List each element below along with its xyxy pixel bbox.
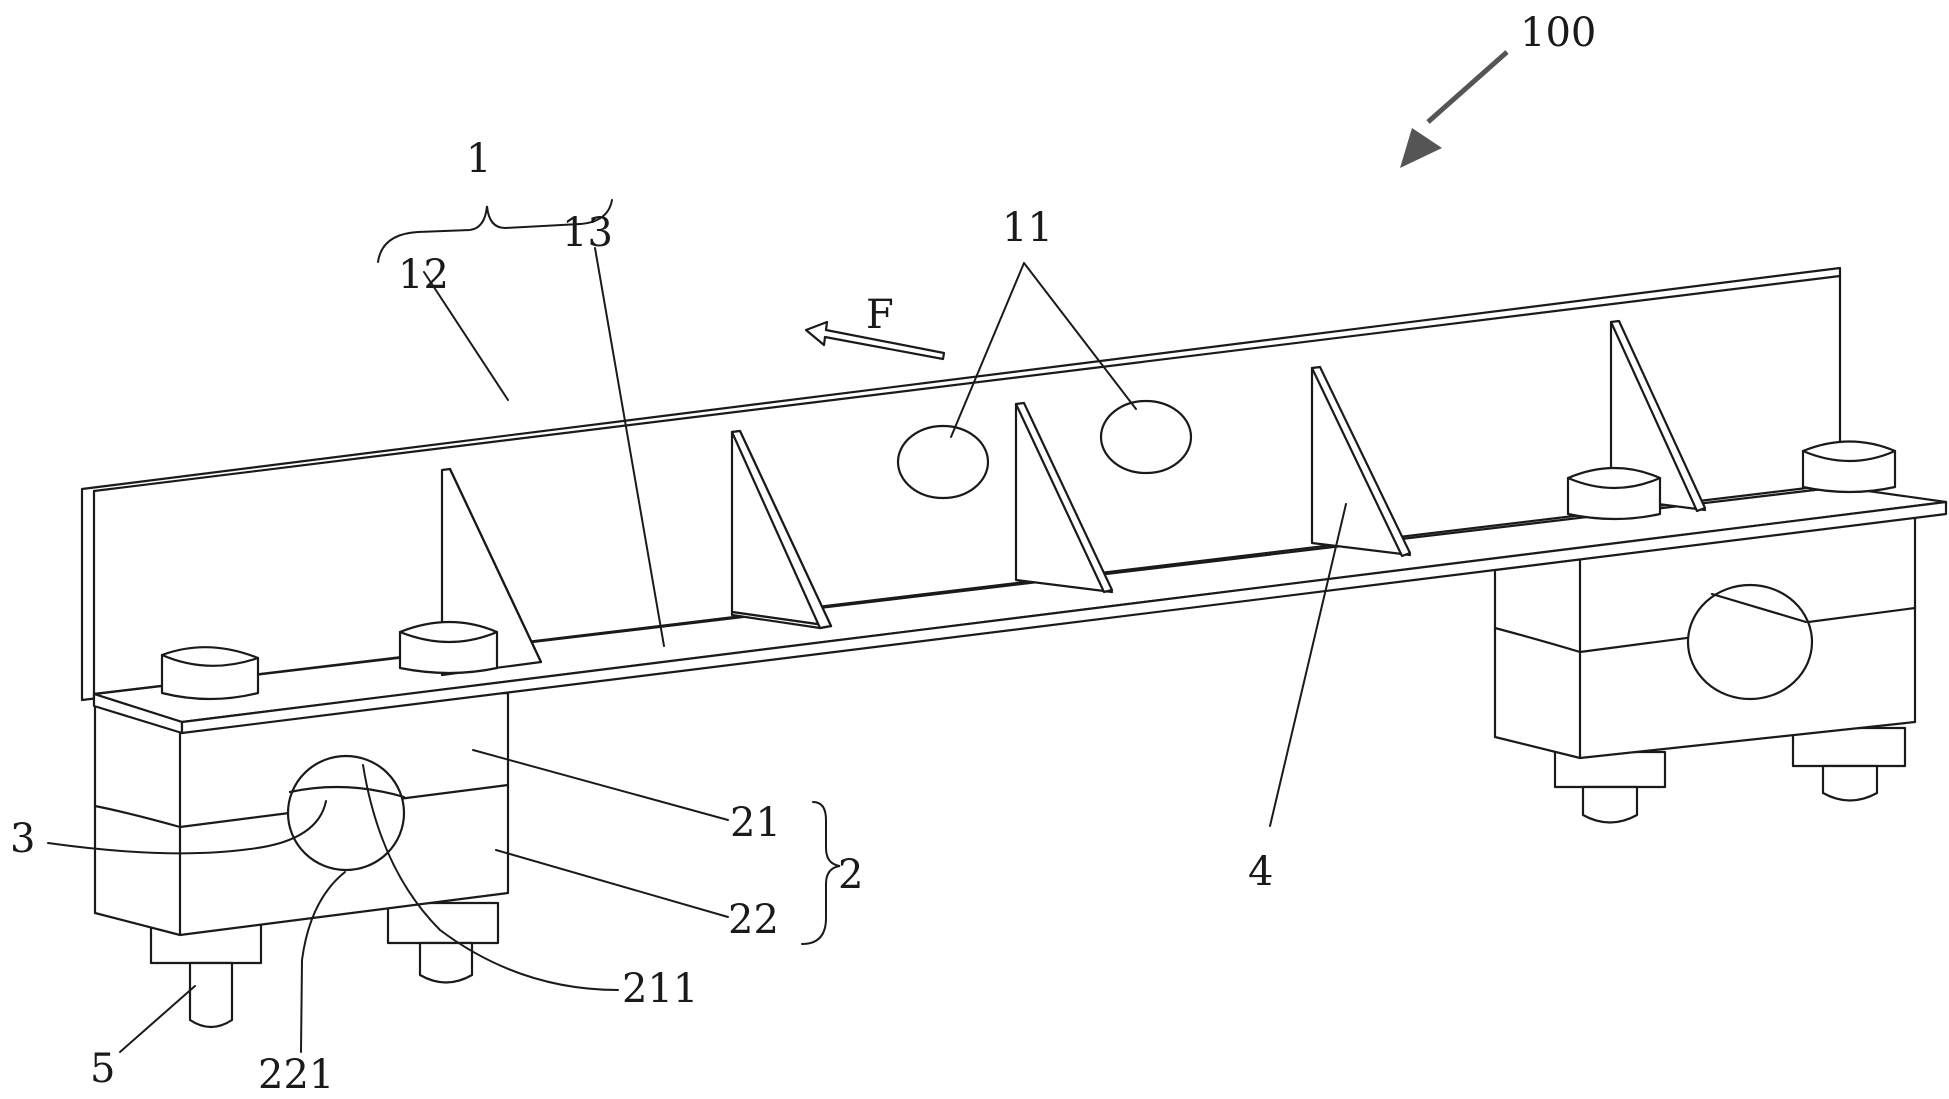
beam <box>80 266 1948 735</box>
label-211: 211 <box>622 966 698 1012</box>
hole-1 <box>896 424 990 500</box>
label-22: 22 <box>728 897 779 943</box>
label-2: 2 <box>838 852 863 898</box>
rib-5 <box>1609 319 1707 513</box>
callout-labels: 100 1 12 13 11 F 4 21 22 2 3 211 221 5 <box>10 10 1596 1098</box>
bolt-head-2 <box>398 620 499 675</box>
leader-lines <box>47 247 1347 1053</box>
bolt-head-1 <box>160 646 260 701</box>
label-12: 12 <box>398 252 449 298</box>
label-221: 221 <box>258 1052 334 1098</box>
right-clamp <box>1493 515 1917 824</box>
force-arrow <box>804 320 946 361</box>
rib-4 <box>1310 365 1412 558</box>
label-11: 11 <box>1002 205 1053 251</box>
label-21: 21 <box>730 800 781 846</box>
label-13: 13 <box>562 210 613 256</box>
label-3: 3 <box>10 816 35 862</box>
beam-brace <box>377 199 613 263</box>
left-clamp <box>93 691 510 1029</box>
label-1: 1 <box>466 136 491 182</box>
assembly-pointer-arrow <box>1400 50 1509 168</box>
left-cable <box>286 754 406 872</box>
clamp-brace <box>801 801 841 945</box>
right-bolt-2 <box>1791 726 1907 802</box>
hole-2 <box>1099 399 1193 475</box>
label-4: 4 <box>1248 849 1273 895</box>
bolt-head-3 <box>1566 466 1662 521</box>
label-100: 100 <box>1520 10 1596 56</box>
rib-2 <box>730 429 833 630</box>
rib-3 <box>1014 401 1114 594</box>
label-5: 5 <box>90 1046 115 1092</box>
left-bolt-2 <box>386 901 500 984</box>
right-cable <box>1686 583 1814 701</box>
right-bolt-1 <box>1553 750 1667 824</box>
label-F: F <box>866 292 894 338</box>
bolt-head-4 <box>1801 440 1897 494</box>
